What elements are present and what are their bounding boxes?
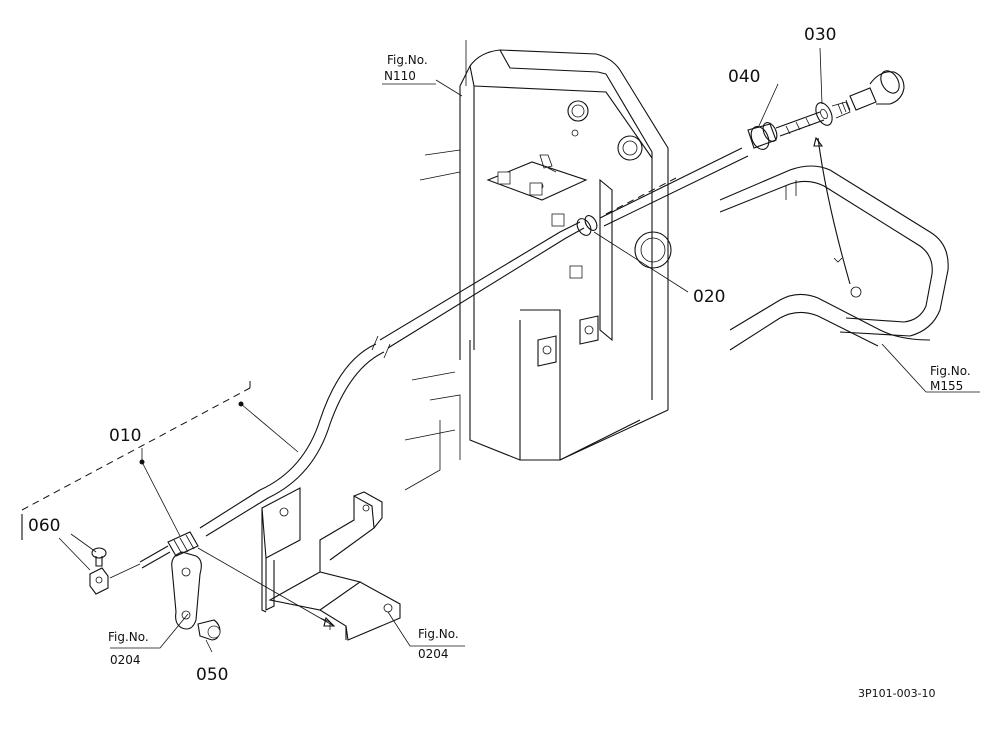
part-number-060: 060 [28,516,60,536]
lower-bracket [261,487,401,641]
fig-ref-number: 0204 [418,647,449,661]
throttle-cable [109,70,905,579]
lever-plate [171,551,221,641]
fig-ref-0204-right: Fig.No. 0204 [418,627,459,661]
part-number-010: 010 [109,426,141,446]
fig-ref-number: M155 [930,379,963,393]
fig-ref-m155: Fig.No. M155 [930,364,971,393]
swivel-bolt [89,547,109,595]
fig-ref-label: Fig.No. [108,630,149,644]
fig-ref-number: N110 [384,69,416,83]
center-panel [404,40,672,491]
drawing-number: 3P101-003-10 [858,687,936,700]
part-number-040: 040 [728,67,760,87]
part-number-030: 030 [804,25,836,45]
fig-ref-label: Fig.No. [930,364,971,378]
fender [719,165,949,351]
part-number-050: 050 [196,665,228,685]
part-number-020: 020 [693,287,725,307]
fig-ref-number: 0204 [110,653,141,667]
fig-ref-label: Fig.No. [387,53,428,67]
fig-ref-0204-left: Fig.No. 0204 [108,630,149,667]
leader-lines [58,47,980,653]
fig-ref-n110: Fig.No. N110 [382,53,436,85]
fig-ref-label: Fig.No. [418,627,459,641]
